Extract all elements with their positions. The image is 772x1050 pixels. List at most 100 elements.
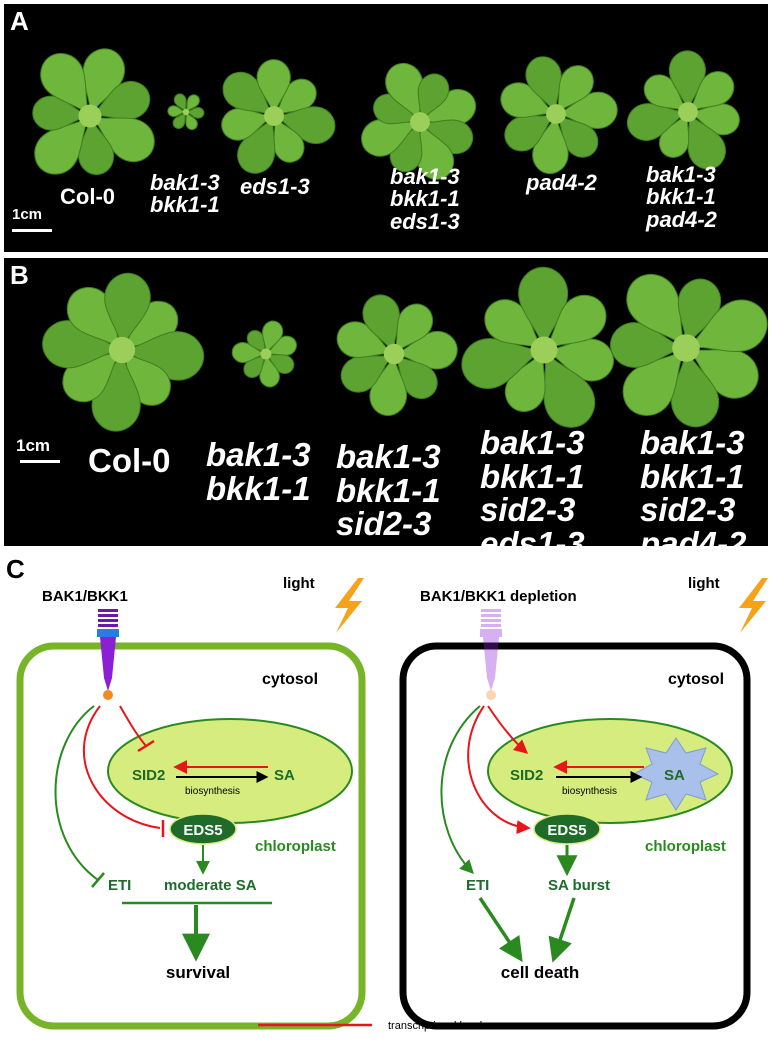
right-biosynthesis-label: biosynthesis [562, 786, 617, 797]
right-burst-to-death-arrow [548, 897, 576, 963]
panel-b-genotype-line: bak1-3 [336, 438, 441, 475]
left-eds5-node [169, 813, 237, 845]
panel-b-scale-label: 1cm [16, 436, 51, 455]
right-sa-burst-icon [632, 737, 720, 811]
panel-a-genotype-line: bkk1-1 [390, 186, 460, 212]
rosette-leaf [185, 107, 205, 119]
panel-a-rosette [500, 56, 618, 174]
panel-a-genotype-line: bak1-3 [646, 162, 716, 187]
right-outcome-label: cell death [501, 963, 579, 982]
left-green-inhibit-eti [54, 705, 99, 881]
panel-b-genotype-line: bkk1-1 [480, 457, 585, 495]
panel-a-scale-label: 1cm [12, 206, 43, 223]
right-sid2-label: SID2 [510, 767, 543, 784]
panel-a-letter: A [10, 6, 29, 36]
left-green-inhibit-eti-bar [91, 872, 105, 888]
rosette-leaf [262, 320, 284, 355]
rosette-center [546, 104, 566, 124]
panel-a-rosette [32, 48, 155, 175]
rosette-center [78, 104, 102, 128]
left-eds5-label: EDS5 [183, 822, 222, 839]
rosette-leaf [185, 94, 200, 113]
panel-c-svg: BAK1/BKK1 light cytosol SID2 SA biosynth… [16, 575, 768, 1032]
panel-a-plants [32, 48, 740, 180]
rosette-leaf [104, 272, 151, 351]
right-red-arrow-sid2 [487, 705, 529, 754]
panel-a-genotype-line: bak1-3 [150, 170, 220, 195]
left-sid2-label: SID2 [132, 767, 165, 784]
rosette-center [672, 334, 700, 362]
left-lightning-icon [335, 578, 364, 633]
panel-a-scale-bar [12, 229, 52, 232]
right-sa-burst-label: SA burst [548, 877, 610, 894]
left-sa-label: SA [274, 767, 295, 784]
panel-a-genotype-line: pad4-2 [526, 170, 597, 195]
right-eti-label: ETI [466, 877, 489, 894]
panel-b-rosette [336, 294, 458, 416]
left-chloroplast-label: chloroplast [255, 838, 336, 855]
rosette-leaf [685, 299, 768, 353]
left-moderate-sa-label: moderate SA [164, 877, 257, 894]
left-biosynthesis-label: biosynthesis [185, 786, 240, 797]
panel-b-genotype-line: sid2-3 [640, 491, 736, 529]
right-eti-to-death-arrow [478, 897, 523, 963]
panel-b-genotype-line: bak1-3 [206, 436, 311, 473]
left-cell-wall [16, 642, 366, 1030]
left-red-inhibit-sid2 [119, 705, 147, 747]
panel-b-genotype-line: eds1-3 [480, 524, 585, 546]
panel-b-rosette [231, 320, 297, 388]
left-cytosol-label: cytosol [262, 671, 318, 688]
panel-b-genotype-line: pad4-2 [640, 524, 747, 546]
rosette-center [108, 336, 136, 364]
rosette-leaf [185, 111, 198, 131]
panel-c-letter: C [6, 554, 25, 584]
left-red-inhibit-sid2-bar [137, 739, 155, 753]
panel-b-genotype-line: sid2-3 [480, 491, 576, 529]
panel-b-genotype-line: Col-0 [88, 442, 171, 479]
rosette-leaf [167, 105, 187, 117]
panel-b-rosette [461, 266, 615, 428]
rosette-leaf [393, 303, 434, 355]
panel-b-genotype-line: bkk1-1 [336, 471, 441, 509]
panel-a-rosette [361, 62, 476, 180]
panel-a-genotype-label: pad4-2 [526, 170, 597, 195]
rosette-center [264, 106, 284, 126]
left-receptor-icon [97, 609, 119, 700]
right-eds5-node [533, 813, 601, 845]
left-light-label: light [283, 575, 315, 592]
left-cell: BAK1/BKK1 light cytosol SID2 SA biosynth… [16, 575, 366, 1030]
panel-b-genotype-line: bak1-3 [640, 424, 745, 461]
right-sa-label: SA [664, 767, 685, 784]
rosette-center [530, 336, 558, 364]
right-cytosol-label: cytosol [668, 671, 724, 688]
left-outcome-label: survival [166, 963, 230, 982]
panel-b-rosette [42, 272, 205, 432]
panel-a-genotype-label: eds1-3 [240, 174, 310, 199]
right-receptor-label: BAK1/BKK1 depletion [420, 588, 577, 605]
left-eti-label: ETI [108, 877, 131, 894]
right-chloroplast-label: chloroplast [645, 838, 726, 855]
legend-label: transcriptional level [388, 1020, 482, 1032]
rosette-leaf [173, 93, 187, 113]
rosette-leaf [40, 53, 91, 117]
panel-b-genotype-line: bak1-3 [480, 424, 585, 461]
panel-a-genotype-line: eds1-3 [240, 174, 310, 199]
left-receptor-label: BAK1/BKK1 [42, 588, 128, 605]
rosette-center [260, 348, 272, 360]
rosette-leaf [555, 65, 594, 115]
panel-a-genotype-line: bkk1-1 [646, 184, 716, 210]
panel-a-genotype-line: bkk1-1 [150, 192, 220, 218]
rosette-leaf [417, 73, 450, 123]
right-green-arrow-eti [440, 705, 481, 875]
right-cell: BAK1/BKK1 depletion light cytosol SID2 S… [399, 575, 768, 1030]
panel-b-letter: B [10, 260, 29, 290]
